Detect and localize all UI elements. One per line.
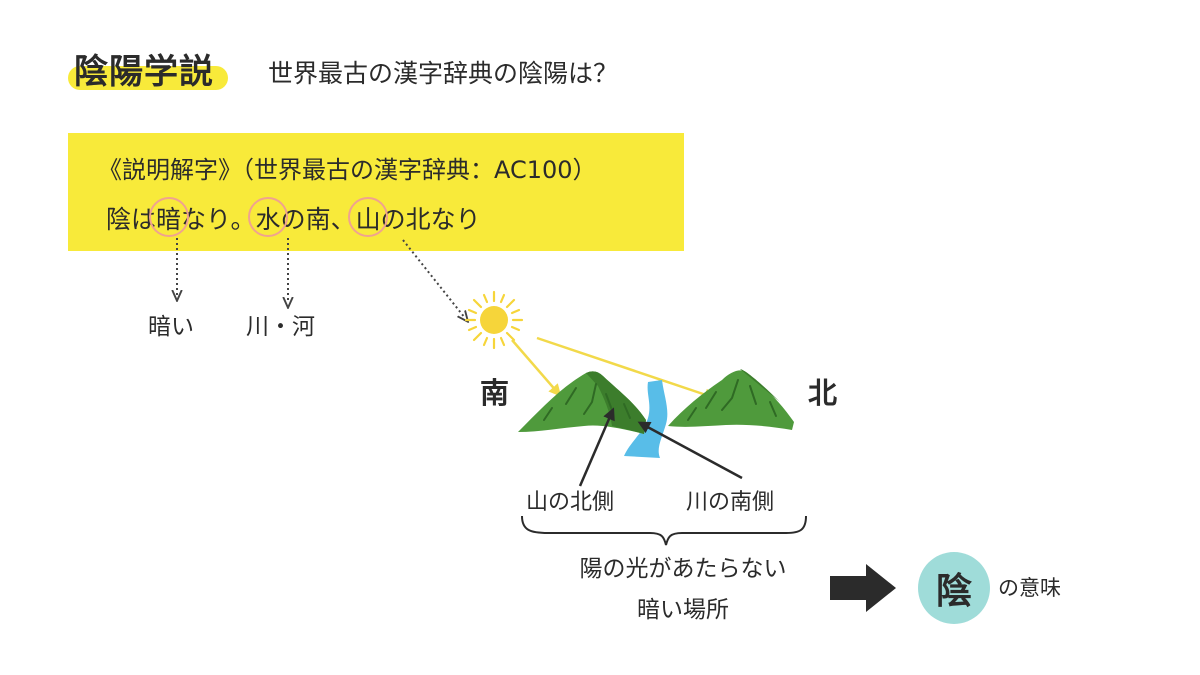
yin-char: 陰 xyxy=(935,571,972,612)
quote-source: 《説明解字》（世界最古の漢字辞典：AC100） xyxy=(98,156,597,184)
dotted-pointer-mountain xyxy=(402,239,465,318)
page-question: 世界最古の漢字辞典の陰陽は？ xyxy=(268,59,619,88)
sunlight-arrow-north xyxy=(536,336,717,401)
quote-text-4: の北なり xyxy=(380,205,481,234)
meaning-label: の意味 xyxy=(998,576,1061,600)
mountain-icon-right xyxy=(668,369,794,430)
curly-brace xyxy=(521,515,807,546)
direction-south: 南 xyxy=(480,376,510,410)
yin-badge: 陰 xyxy=(918,552,990,624)
direction-north: 北 xyxy=(808,376,838,410)
description-line1: 陽の光があたらない xyxy=(579,556,787,582)
mountain-icon-left xyxy=(518,371,646,434)
circled-char-dark: 暗 xyxy=(148,197,189,237)
sunlight-arrow-south xyxy=(511,339,562,397)
title-highlight xyxy=(68,66,228,90)
description-line2: 暗い場所 xyxy=(637,597,729,623)
right-arrow-icon xyxy=(830,564,896,612)
label-mountain-north-side: 山の北側 xyxy=(526,490,615,515)
quote-text-1: 陰は xyxy=(106,205,157,234)
label-river: 川・河 xyxy=(246,314,315,340)
quote-text-2: なり。 xyxy=(181,205,256,234)
label-river-south-side: 川の南側 xyxy=(686,490,775,515)
quote-definition: 陰は暗なり。水の南、山の北なり xyxy=(106,197,481,237)
page-title: 陰陽学説 xyxy=(74,52,214,92)
circled-char-mountain: 山 xyxy=(348,197,389,237)
pointer-arrow-mountain-north xyxy=(578,407,615,487)
river-icon xyxy=(624,380,668,458)
quote-text-3: の南、 xyxy=(280,205,356,234)
sun-icon xyxy=(464,290,524,350)
pointer-arrow-river-south xyxy=(637,421,743,480)
label-dark: 暗い xyxy=(148,314,194,340)
circled-char-water: 水 xyxy=(248,197,289,237)
